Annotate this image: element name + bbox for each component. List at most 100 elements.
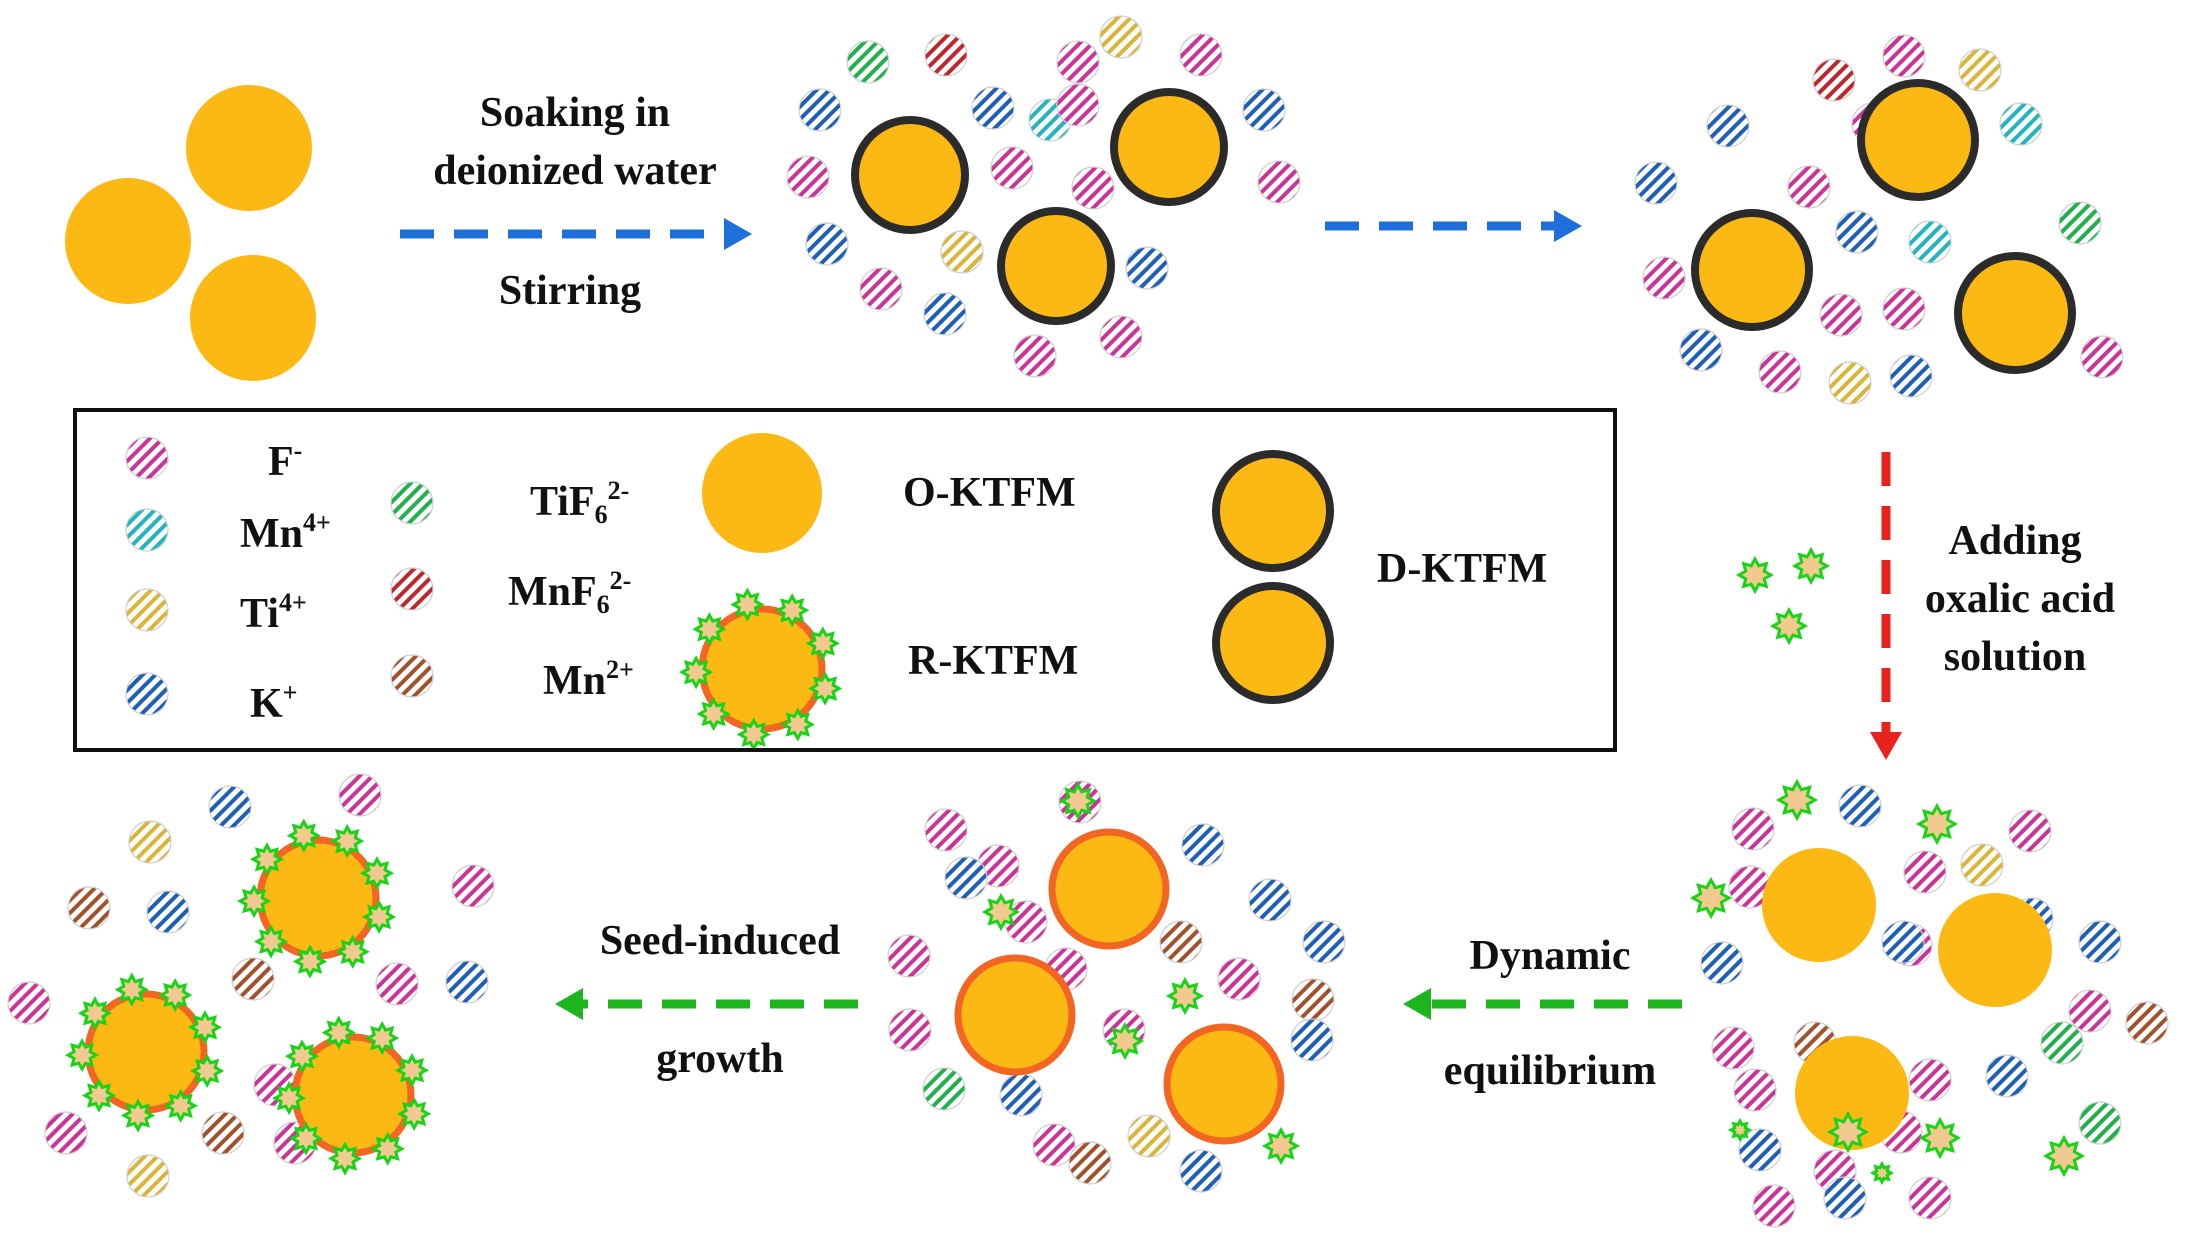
seed-crystal [1769, 606, 1809, 646]
seed-crystal [1826, 1110, 1870, 1154]
ti4-ion [125, 588, 169, 632]
r-ktfm-particle [1048, 828, 1170, 950]
seed-crystal [1775, 778, 1819, 822]
seed-crystal [396, 1096, 432, 1131]
k-ion [445, 960, 489, 1004]
seed-crystal [272, 1080, 307, 1116]
arrow-dynamic-equilibrium [1403, 988, 1682, 1020]
tif6-ion [922, 1067, 966, 1111]
mn4-ion [1999, 102, 2043, 146]
d-ktfm-particle [1212, 582, 1334, 704]
f-ion [1752, 1184, 1796, 1228]
tif6-ion [846, 40, 890, 84]
f-ion [1882, 287, 1926, 331]
seed-crystal [394, 1053, 430, 1088]
ti4-ion [940, 230, 984, 274]
step2-label-line1: Adding [1948, 518, 2082, 564]
f-ion [1013, 334, 1057, 378]
f-ion [1257, 160, 1301, 204]
mn2-ion [1159, 920, 1203, 964]
seed-crystal [335, 934, 370, 969]
f-ion [1882, 34, 1926, 78]
arrow-adding-acid [1870, 452, 1902, 760]
o-ktfm-particle [190, 255, 316, 381]
k-ion [1181, 823, 1225, 867]
step1-label-below: Stirring [498, 268, 642, 314]
seed-crystal [805, 626, 840, 661]
k-ion [1706, 104, 1750, 148]
f-ion [1217, 957, 1261, 1001]
f-ion [924, 808, 968, 852]
mn2-ion [201, 1111, 245, 1155]
ti4-ion [1960, 843, 2004, 887]
seed-crystal [81, 1078, 117, 1113]
mn4-ion [125, 508, 169, 552]
legend-label-K: K+ [250, 678, 298, 727]
seed-crystal [780, 707, 815, 742]
step4-label-line1: Seed-induced [599, 918, 841, 964]
seed-crystal [1058, 781, 1098, 821]
seed-crystal [288, 1121, 324, 1156]
k-ion [1838, 784, 1882, 828]
mnf6-ion [1812, 58, 1856, 102]
seed-crystal [679, 655, 714, 690]
seed-crystal [1918, 1116, 1962, 1160]
legend-label-Mn4: Mn4+ [240, 508, 331, 557]
d-ktfm-particle [1212, 450, 1334, 572]
step2-label-line2: oxalic acid [1924, 576, 2116, 622]
mn2-ion [67, 886, 111, 930]
seed-crystal [692, 611, 727, 647]
f-ion [1642, 256, 1686, 300]
r-ktfm-particle [1163, 1023, 1285, 1145]
seed-crystal [1727, 1117, 1753, 1143]
seed-crystal [237, 883, 272, 919]
seed-crystal [365, 1021, 400, 1056]
seed-crystal [1791, 546, 1831, 586]
f-ion [1787, 165, 1831, 209]
legend-label-F: F- [268, 436, 303, 485]
f-ion [1099, 315, 1143, 359]
ti4-ion [1127, 1114, 1171, 1158]
f-ion [888, 1008, 932, 1052]
arrows-layer [400, 210, 1902, 1020]
mn2-ion [390, 654, 434, 698]
f-ion [786, 155, 830, 199]
mn2-ion [1068, 1141, 1112, 1185]
k-ion [1634, 161, 1678, 205]
seed-crystal [120, 1098, 156, 1133]
k-ion [798, 88, 842, 132]
f-ion [1903, 850, 1947, 894]
particles-layer [65, 79, 2086, 1186]
seed-crystal [1869, 1160, 1895, 1186]
seed-crystal [1735, 555, 1775, 595]
ti4-ion [1958, 48, 2002, 92]
f-ion [1032, 1123, 1076, 1167]
seed-crystal [77, 996, 113, 1031]
seed-crystal [361, 899, 397, 934]
seed-crystal [736, 717, 771, 752]
k-ion [1823, 1176, 1867, 1220]
k-ion [923, 292, 967, 336]
k-ion [208, 785, 252, 829]
f-ion [1908, 1058, 1952, 1102]
f-ion [990, 146, 1034, 190]
step1-label-line1: Soaking in [479, 90, 671, 136]
seed-crystal [249, 842, 285, 877]
k-ion [1738, 1128, 1782, 1172]
mn2-ion [1291, 978, 1335, 1022]
f-ion [2068, 989, 2112, 1033]
seed-crystal [981, 892, 1021, 932]
tif6-ion [2078, 1101, 2122, 1145]
k-ion [805, 222, 849, 266]
f-ion [1056, 40, 1100, 84]
mnf6-ion [390, 567, 434, 611]
k-ion [1242, 88, 1286, 132]
o-ktfm-particle [65, 178, 191, 304]
seed-crystal [696, 696, 731, 732]
f-ion [1071, 166, 1115, 210]
legend-label-TiF6: TiF62- [530, 476, 630, 529]
seed-crystal [330, 824, 365, 859]
f-ion [2008, 809, 2052, 853]
k-ion [944, 856, 988, 900]
